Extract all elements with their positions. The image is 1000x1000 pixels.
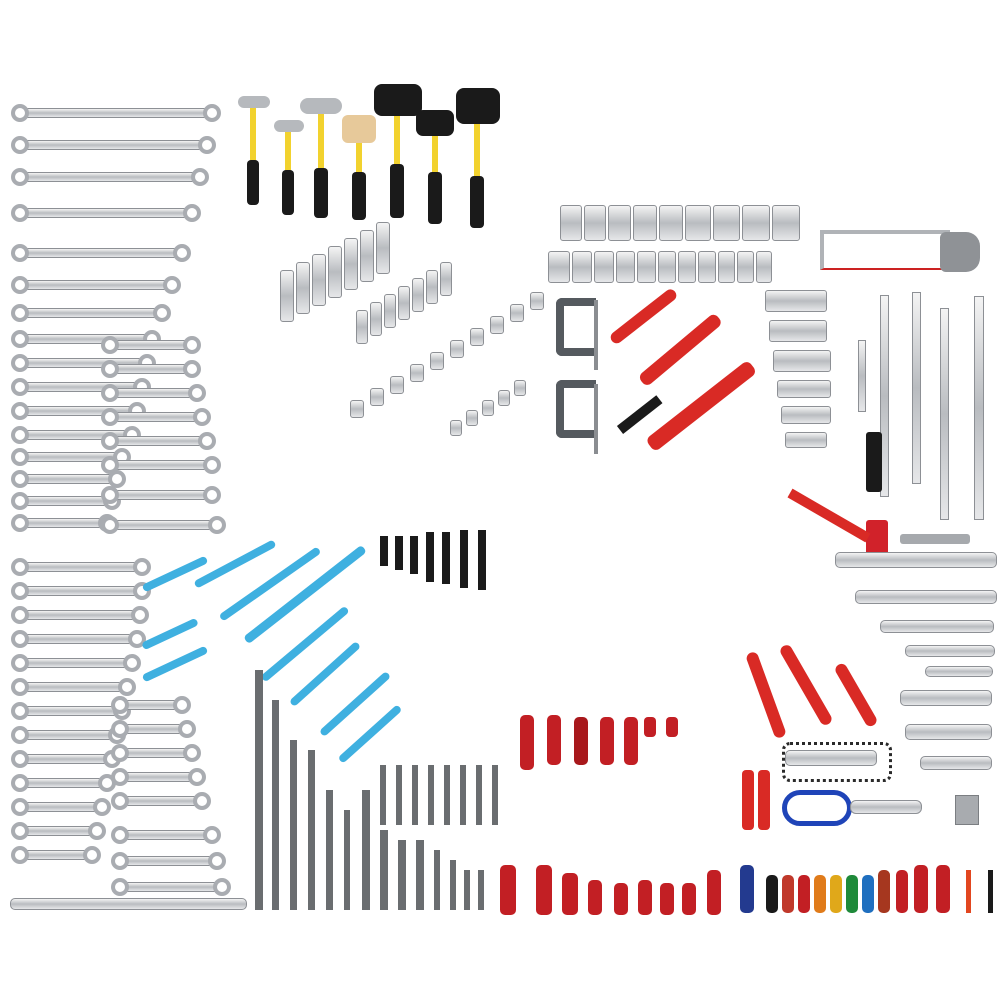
snap-ring-pliers	[833, 661, 879, 729]
extension-bar	[880, 295, 889, 497]
extension-bar	[940, 308, 949, 520]
hammer-group	[230, 80, 520, 230]
large-socket-row	[548, 205, 810, 285]
locking-pliers	[920, 756, 992, 770]
adjustable-wrench	[835, 552, 997, 568]
combination-wrench-column-2	[100, 336, 231, 900]
tin-snips-blade	[850, 800, 922, 814]
inspection-mirror	[955, 795, 979, 825]
hacksaw	[820, 230, 950, 270]
long-ratchet	[10, 898, 247, 910]
snap-ring-pliers	[744, 650, 788, 740]
locking-pliers	[785, 750, 877, 766]
adjustable-wrench	[925, 666, 993, 677]
chain-wrench	[782, 742, 892, 782]
snap-ring-pliers	[778, 643, 834, 727]
adjustable-wrench	[855, 590, 997, 604]
putty-knife	[616, 395, 663, 434]
c-clamp	[556, 380, 596, 438]
combination-wrench-column	[10, 100, 221, 900]
extension-bar	[912, 292, 921, 484]
locking-pliers	[905, 724, 992, 740]
c-clamp	[556, 298, 596, 356]
nut-driver-set	[740, 860, 1000, 915]
tin-snips	[782, 790, 852, 826]
breaker-bar	[974, 296, 984, 520]
screwdriver-set	[500, 715, 740, 915]
adjustable-wrench	[880, 620, 994, 633]
pry-bar	[900, 534, 970, 544]
crimping-tool	[742, 770, 754, 830]
hacksaw-grip	[940, 232, 980, 272]
punch-chisel-set	[250, 670, 500, 915]
crimping-tool	[758, 770, 770, 830]
extension-bar	[858, 340, 866, 412]
clamp-screw	[594, 384, 598, 454]
adjustable-wrench	[905, 645, 995, 657]
pipe-wrench	[637, 312, 724, 388]
ratcheting-wrench-set	[380, 528, 490, 598]
deep-socket-set	[280, 210, 550, 450]
hex-key-set	[866, 432, 882, 492]
aviation-snips	[787, 488, 871, 543]
locking-pliers	[900, 690, 992, 706]
hex-key-set	[866, 520, 888, 556]
clamp-screw	[594, 300, 598, 370]
small-socket-cluster	[765, 290, 845, 460]
pipe-wrench	[608, 287, 679, 346]
